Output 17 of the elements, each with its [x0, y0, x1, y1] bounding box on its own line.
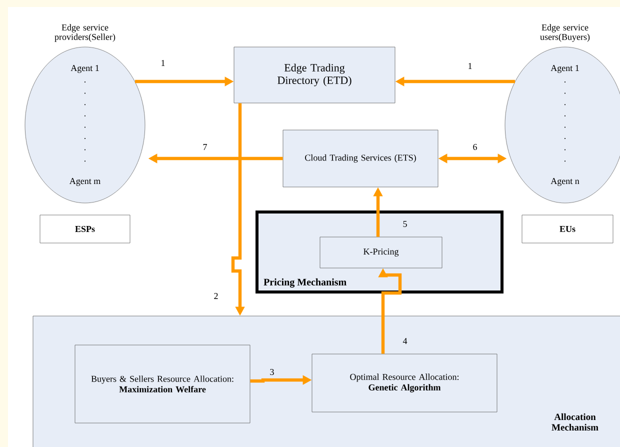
node-label: Edge service users(Buyers): [540, 24, 590, 42]
edge-label: 1: [162, 60, 165, 66]
edge-label: 3: [270, 368, 274, 376]
process-box: Buyers & Sellers Resource Allocation: Maximization Welfare: [74, 344, 250, 424]
process-box: Cloud Trading Services (ETS): [282, 130, 438, 188]
edge-label: 6: [473, 144, 477, 150]
edge-label: 5: [403, 221, 407, 227]
label-box: ESPs: [40, 214, 130, 244]
edge-label: 1: [468, 63, 472, 69]
edge-label: 7: [203, 144, 207, 150]
process-box: Edge Trading Directory (ETD): [234, 46, 396, 104]
edge-label: 4: [402, 338, 408, 344]
edge-label: 2: [214, 293, 218, 299]
process-box: K-Pricing: [320, 236, 442, 268]
label-box: EUs: [522, 214, 614, 244]
process-box: Optimal Resource Allocation: Genetic Algorithm: [312, 354, 498, 412]
node-label: Edge service providers(Seller): [54, 24, 116, 42]
